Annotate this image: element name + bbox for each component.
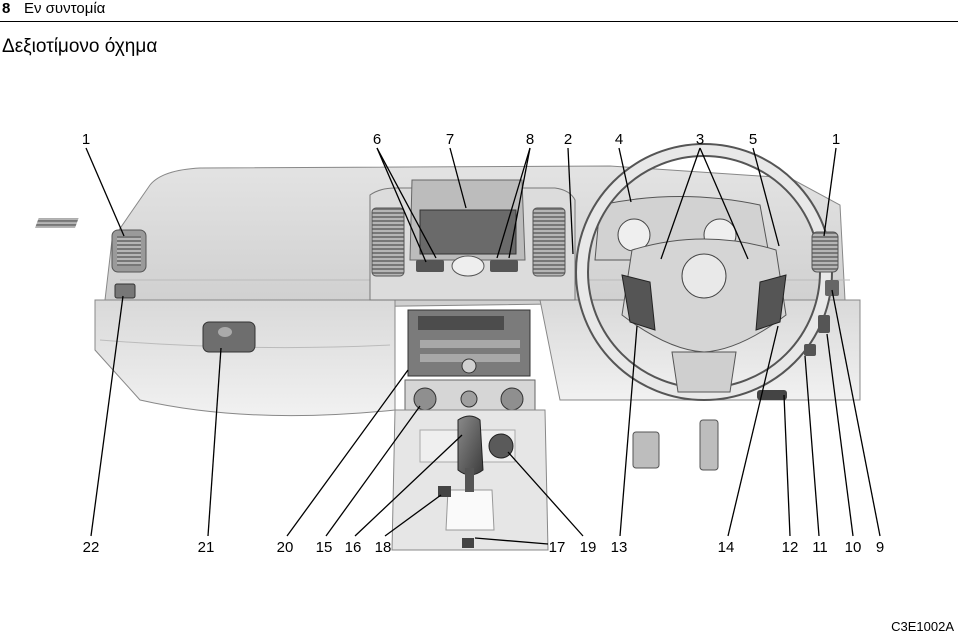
seat-heater-right-button xyxy=(490,260,518,272)
callout-bottom-15: 15 xyxy=(316,539,333,556)
pedals xyxy=(632,419,719,471)
callout-bottom-20: 20 xyxy=(277,539,294,556)
right-air-vent xyxy=(811,231,839,273)
page-title: Δεξιοτίμονο όχημα xyxy=(2,36,158,57)
center-vent-right xyxy=(532,207,566,277)
callout-bottom-13: 13 xyxy=(611,539,628,556)
gear-shift-lever xyxy=(457,415,484,492)
callout-top-7: 7 xyxy=(446,131,454,148)
callout-bottom-11: 11 xyxy=(812,539,828,556)
callout-top-6: 6 xyxy=(373,131,381,148)
headlamp-switch-icon xyxy=(114,283,136,299)
callout-top-3: 3 xyxy=(696,131,704,148)
section-title: Εν συντομία xyxy=(24,0,106,17)
fuel-door-button xyxy=(804,344,816,356)
power-outlet xyxy=(488,433,514,459)
callout-bottom-10: 10 xyxy=(845,539,862,556)
callout-numbers-top: 1 6 7 8 2 4 3 5 1 xyxy=(82,131,840,148)
hood-release xyxy=(757,390,787,400)
callout-bottom-22: 22 xyxy=(83,539,100,556)
callout-top-4: 4 xyxy=(615,131,623,148)
callout-bottom-18: 18 xyxy=(375,539,392,556)
cruise-control-buttons xyxy=(755,274,787,331)
figure-code: C3E1002A xyxy=(891,619,954,634)
mirror-control xyxy=(825,280,839,296)
callout-bottom-19: 19 xyxy=(580,539,597,556)
callout-bottom-14: 14 xyxy=(718,539,735,556)
callout-bottom-12: 12 xyxy=(782,539,799,556)
display-screen xyxy=(419,209,517,255)
callout-top-5: 5 xyxy=(749,131,757,148)
left-air-vent xyxy=(35,218,147,273)
horn-pad xyxy=(681,253,727,299)
header-rule xyxy=(0,21,958,22)
callout-numbers-bottom: 22 21 20 15 16 18 17 19 13 14 12 11 10 9 xyxy=(83,539,885,556)
callout-top-2: 2 xyxy=(564,131,572,148)
center-console xyxy=(369,179,576,417)
callout-top-1b: 1 xyxy=(832,131,840,148)
callout-lines xyxy=(85,147,881,545)
callout-bottom-17: 17 xyxy=(549,539,566,556)
hill-descent-button xyxy=(438,486,451,497)
callout-top-8: 8 xyxy=(526,131,534,148)
callout-bottom-21: 21 xyxy=(198,539,215,556)
center-vent-left xyxy=(371,207,405,277)
callout-top-1: 1 xyxy=(82,131,90,148)
hazard-button xyxy=(451,255,485,277)
page-number: 8 xyxy=(2,0,11,17)
glove-box-handle xyxy=(202,321,256,353)
page-header: 8 Εν συντομία xyxy=(0,0,960,22)
callout-bottom-9: 9 xyxy=(876,539,884,556)
headlamp-level-switch xyxy=(818,315,830,333)
audio-remote-controls xyxy=(621,274,656,331)
callout-bottom-16: 16 xyxy=(345,539,362,556)
seat-heater-left-button xyxy=(416,260,444,272)
console-switch xyxy=(462,538,474,548)
